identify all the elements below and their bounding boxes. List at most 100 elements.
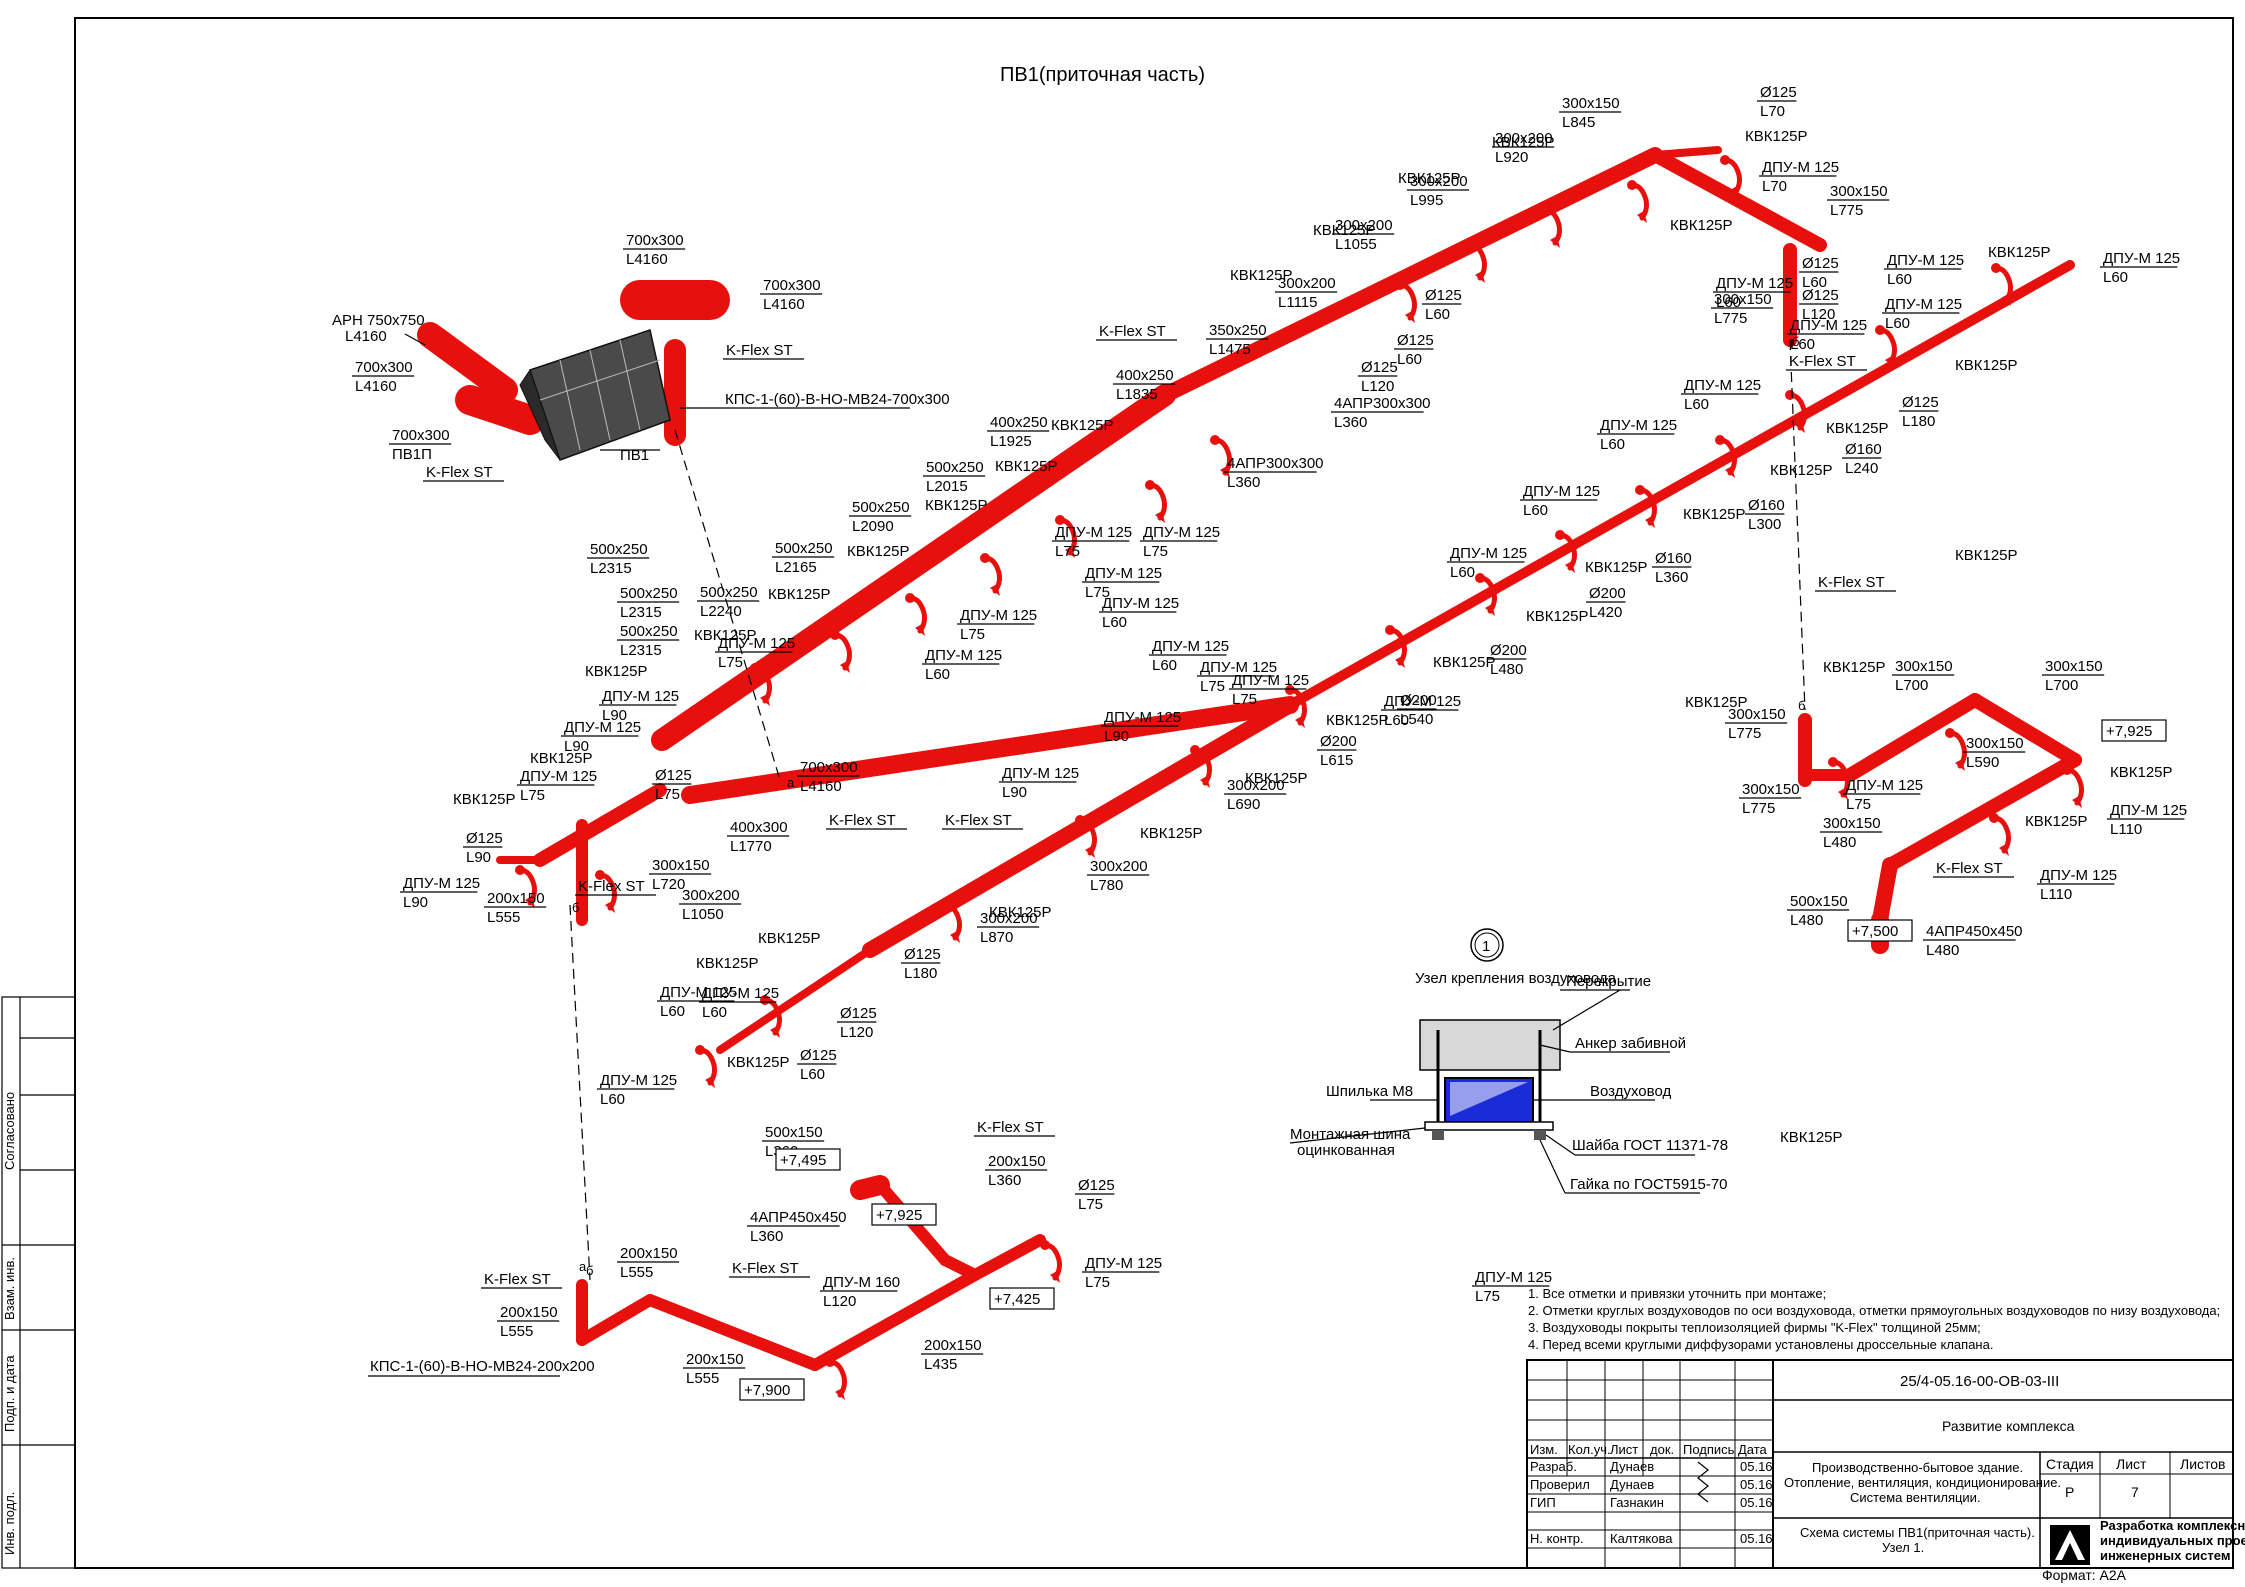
duct-size: 300х150 xyxy=(1742,781,1800,798)
diffuser-icon xyxy=(2062,765,2084,808)
duct-length: L75 xyxy=(1078,1196,1103,1213)
duct-size: 700х300 xyxy=(355,359,413,376)
node-ceiling-label: Перекрытие xyxy=(1566,973,1651,990)
duct-length: L60 xyxy=(1885,315,1910,332)
elevation-mark: +7,425 xyxy=(989,1287,1055,1310)
duct-length: L60 xyxy=(1600,436,1625,453)
duct-size: 300х200 xyxy=(1227,777,1285,794)
duct-length: L75 xyxy=(1475,1288,1500,1305)
duct-length: L845 xyxy=(1562,114,1595,131)
company-line-3: инженерных систем xyxy=(2100,1548,2230,1563)
diffuser-tag: КВК125Р xyxy=(1823,659,1886,676)
diffuser-icon xyxy=(1190,745,1212,788)
row4-date: 05.16 xyxy=(1740,1531,1773,1546)
section-mark: а xyxy=(579,1259,587,1274)
stamp-agreed: Согласовано xyxy=(2,1092,17,1170)
duct-length: L110 xyxy=(2040,886,2072,903)
diffuser-icon xyxy=(1991,263,2013,306)
duct-size: ДПУ-М 125 xyxy=(1450,545,1527,562)
duct-length: L780 xyxy=(1090,877,1123,894)
diffuser-tag: КВК125Р xyxy=(1685,694,1748,711)
kflex-tag: K-Flex ST xyxy=(1818,574,1885,591)
duct-length: L60 xyxy=(1790,336,1815,353)
kflex-tag: K-Flex ST xyxy=(829,812,896,829)
duct-size: 500х250 xyxy=(620,623,678,640)
duct-length: L4160 xyxy=(763,296,805,313)
duct-length: L775 xyxy=(1742,800,1775,817)
duct-size: 300х150 xyxy=(1714,291,1772,308)
diffuser-tag: КВК125Р xyxy=(1745,128,1808,145)
sheet-title-2: Узел 1. xyxy=(1882,1540,1924,1555)
diffuser-icon xyxy=(1635,485,1657,528)
diffuser-icon xyxy=(1715,435,1737,478)
row3-role: ГИП xyxy=(1530,1495,1556,1510)
duct-length: L2165 xyxy=(775,559,817,576)
duct-length: L60 xyxy=(1102,614,1127,631)
diffuser-tag: КВК125Р xyxy=(1955,357,2018,374)
col-kol: Кол.уч. xyxy=(1568,1442,1611,1457)
diffuser-tag: КВК125Р xyxy=(1683,506,1746,523)
duct-length: L240 xyxy=(1845,460,1878,477)
row2-date: 05.16 xyxy=(1740,1477,1773,1492)
duct-size: ДПУ-М 125 xyxy=(1790,317,1867,334)
diffuser-icon xyxy=(1075,815,1097,858)
col-list: Лист xyxy=(1610,1442,1638,1457)
duct-length: L870 xyxy=(980,929,1013,946)
diffuser-icon xyxy=(940,900,962,943)
duct-size: ДПУ-М 125 xyxy=(2110,802,2187,819)
stage-header: Стадия xyxy=(2046,1456,2094,1472)
duct-length: L555 xyxy=(487,909,520,926)
note-1: 1. Все отметки и привязки уточнить при м… xyxy=(1528,1286,1826,1301)
duct-length: L90 xyxy=(1002,784,1027,801)
diffuser-icon xyxy=(1395,280,1417,323)
duct-length: L75 xyxy=(655,786,680,803)
duct-length: L75 xyxy=(718,654,743,671)
duct-length: L360 xyxy=(750,1228,783,1245)
duct-length: L110 xyxy=(2110,821,2142,838)
kflex-tag: K-Flex ST xyxy=(732,1260,799,1277)
diffuser-tag: КВК125Р xyxy=(1433,654,1496,671)
duct-length: L70 xyxy=(1760,103,1785,120)
duct-length: L2315 xyxy=(590,560,632,577)
duct-length: L4160 xyxy=(355,378,397,395)
node-anchor-label: Анкер забивной xyxy=(1575,1035,1686,1052)
duct-size: ДПУ-М 125 xyxy=(2103,250,2180,267)
duct-size: ДПУ-М 125 xyxy=(1055,524,1132,541)
duct-size: Ø200 xyxy=(1589,585,1626,602)
duct-length: L2090 xyxy=(852,518,894,535)
duct-length: L60 xyxy=(1523,502,1548,519)
sheet-title-1: Схема системы ПВ1(приточная часть). xyxy=(1800,1525,2035,1540)
